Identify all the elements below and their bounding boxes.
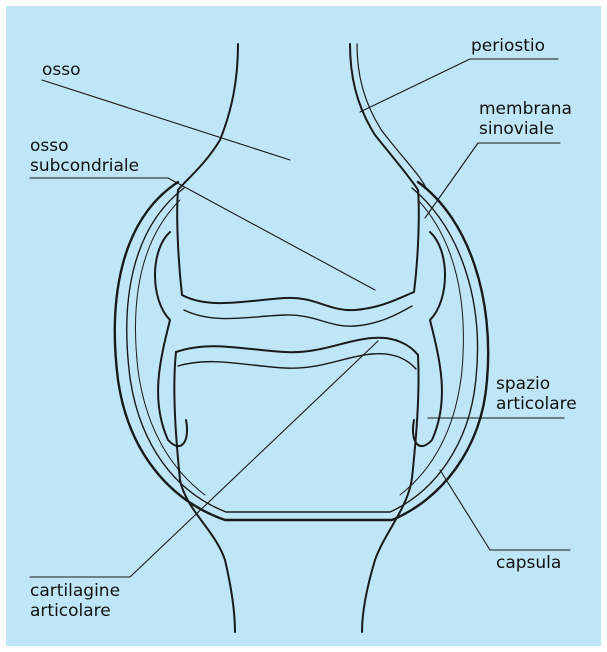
upper-bone-right-contour — [350, 44, 419, 292]
leader-line-capsula — [440, 470, 570, 550]
label-osso-subcondriale: osso subcondriale — [30, 136, 139, 176]
lower-bone-left-contour — [174, 352, 235, 632]
label-spazio-articolare-line1: spazio — [496, 374, 577, 394]
leader-line-osso-subcondriale — [30, 178, 375, 290]
label-spazio-articolare-line2: articolare — [496, 394, 577, 414]
label-cartilagine-articolare-line2: articolare — [30, 601, 120, 621]
periosteum-line — [357, 44, 426, 188]
label-membrana-sinoviale-line1: membrana — [479, 99, 572, 119]
label-capsula: capsula — [496, 553, 561, 573]
label-spazio-articolare: spazio articolare — [496, 374, 577, 414]
lower-bone-right-contour — [362, 355, 419, 632]
label-osso-subcondriale-line2: subcondriale — [30, 156, 139, 176]
label-cartilagine-articolare-line1: cartilagine — [30, 581, 120, 601]
upper-bone-left-contour — [177, 44, 238, 295]
label-osso: osso — [42, 60, 81, 80]
label-cartilagine-articolare: cartilagine articolare — [30, 581, 120, 621]
leader-line-cartilagine-articolare — [30, 341, 378, 577]
upper-cartilage — [182, 292, 414, 310]
upper-cartilage-inner — [184, 306, 412, 326]
label-osso-subcondriale-line1: osso — [30, 136, 139, 156]
synovial-recess-left — [155, 232, 187, 446]
label-membrana-sinoviale-line2: sinoviale — [479, 119, 572, 139]
lower-cartilage — [176, 338, 418, 355]
label-periostio: periostio — [471, 36, 545, 56]
label-membrana-sinoviale: membrana sinoviale — [479, 99, 572, 139]
lower-cartilage-inner — [178, 354, 416, 369]
